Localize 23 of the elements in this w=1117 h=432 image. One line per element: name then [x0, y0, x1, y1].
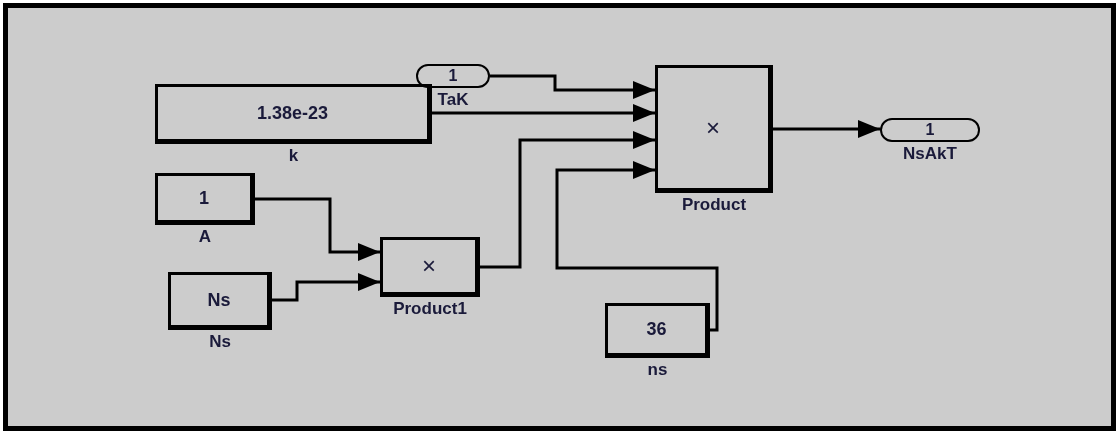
signal-arrow — [255, 197, 380, 261]
block-label: TaK — [437, 90, 469, 110]
inport-block: 1 — [416, 64, 490, 88]
block-label: A — [198, 227, 212, 247]
signal-arrow — [272, 273, 380, 302]
block-label: Product1 — [393, 299, 467, 319]
block-label: k — [288, 146, 299, 166]
product-block: × — [380, 237, 480, 297]
block-label: NsAkT — [903, 144, 957, 164]
block-label: Product — [681, 195, 747, 215]
signal-arrow — [490, 74, 655, 99]
product-block: × — [655, 65, 773, 193]
block-label: ns — [647, 360, 668, 380]
constant-block: 1.38e-23 — [155, 84, 432, 144]
signal-arrow — [432, 104, 655, 122]
constant-block: Ns — [168, 272, 272, 330]
signal-arrow — [555, 161, 719, 332]
signal-arrow — [480, 131, 655, 269]
constant-block: 36 — [605, 303, 710, 358]
constant-block: 1 — [155, 173, 255, 225]
block-label: Ns — [209, 332, 231, 352]
outport-block: 1 — [880, 118, 980, 142]
signal-arrow — [773, 120, 880, 138]
